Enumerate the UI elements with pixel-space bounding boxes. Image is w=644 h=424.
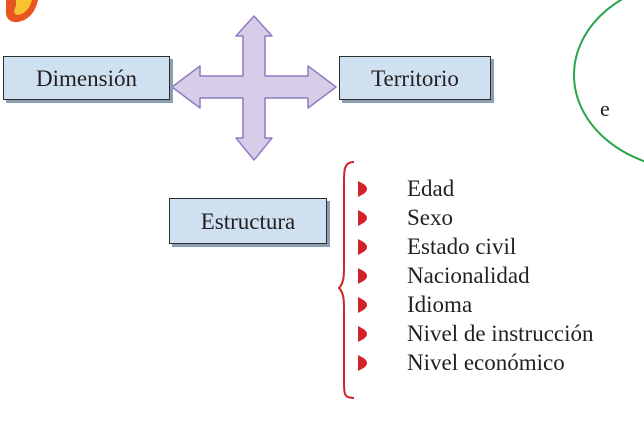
structure-box: Estructura xyxy=(169,198,327,244)
bullet-icon xyxy=(358,210,367,226)
list-item-label: Nivel de instrucción xyxy=(407,321,594,346)
bullet-icon xyxy=(358,239,367,255)
list-item: Nivel de instrucción xyxy=(358,319,594,348)
bullet-icon xyxy=(358,297,367,313)
four-way-arrow xyxy=(171,15,337,161)
list-item-label: Idioma xyxy=(407,292,473,317)
ellipse-text: e xyxy=(600,96,610,121)
list-item-label: Nivel económico xyxy=(407,350,565,375)
bullet-icon xyxy=(358,181,367,197)
list-item: Nivel económico xyxy=(358,348,594,377)
territory-label: Territorio xyxy=(371,65,459,91)
list-item: Nacionalidad xyxy=(358,261,594,290)
list-item-label: Nacionalidad xyxy=(407,263,530,288)
list-item: Estado civil xyxy=(358,232,594,261)
dimension-label: Dimensión xyxy=(36,65,137,91)
list-item-label: Edad xyxy=(407,176,455,201)
list-item: Edad xyxy=(358,174,594,203)
bullet-icon xyxy=(358,326,367,342)
bullet-icon xyxy=(358,355,367,371)
list-item-label: Sexo xyxy=(407,205,453,230)
structure-label: Estructura xyxy=(200,208,296,234)
dimension-box: Dimensión xyxy=(3,56,170,100)
flame-icon xyxy=(5,0,39,23)
list-item-label: Estado civil xyxy=(407,234,517,259)
list-item: Idioma xyxy=(358,290,594,319)
list-item: Sexo xyxy=(358,203,594,232)
bullet-icon xyxy=(358,268,367,284)
territory-box: Territorio xyxy=(339,56,491,100)
characteristics-list: Edad Sexo Estado civil Nacionalidad Idio… xyxy=(358,174,594,377)
ellipse-shape xyxy=(573,0,644,163)
curly-brace xyxy=(338,161,355,399)
